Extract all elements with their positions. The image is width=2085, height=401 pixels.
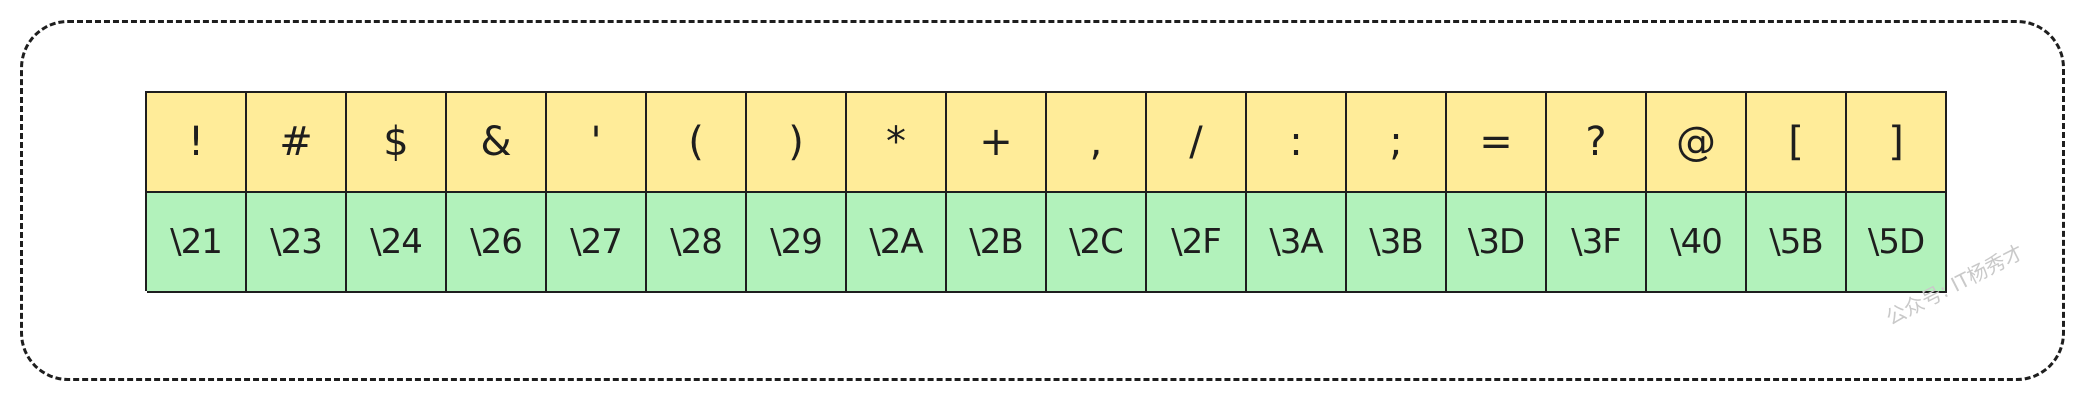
code-cell: \3D	[1447, 193, 1547, 293]
char-cell: '	[547, 93, 647, 193]
char-cell: !	[147, 93, 247, 193]
code-cell: \2F	[1147, 193, 1247, 293]
code-cell: \24	[347, 193, 447, 293]
char-cell: ,	[1047, 93, 1147, 193]
char-cell: :	[1247, 93, 1347, 193]
code-cell: \3A	[1247, 193, 1347, 293]
char-cell: (	[647, 93, 747, 193]
code-cell: \5B	[1747, 193, 1847, 293]
code-cell: \3F	[1547, 193, 1647, 293]
char-cell: *	[847, 93, 947, 193]
code-cell: \23	[247, 193, 347, 293]
char-cell: @	[1647, 93, 1747, 193]
char-cell: +	[947, 93, 1047, 193]
code-cell: \2A	[847, 193, 947, 293]
char-cell: #	[247, 93, 347, 193]
code-cell: \5D	[1847, 193, 1947, 293]
char-cell: &	[447, 93, 547, 193]
char-cell: [	[1747, 93, 1847, 193]
escape-table: ! # $ & ' ( ) * + , / : ; = ? @ [ ] \21 …	[145, 91, 1947, 293]
code-cell: \28	[647, 193, 747, 293]
char-cell: )	[747, 93, 847, 193]
code-cell: \40	[1647, 193, 1747, 293]
code-cell: \3B	[1347, 193, 1447, 293]
code-cell: \2C	[1047, 193, 1147, 293]
code-cell: \21	[147, 193, 247, 293]
char-cell: =	[1447, 93, 1547, 193]
dashed-frame	[20, 20, 2065, 381]
char-cell: ;	[1347, 93, 1447, 193]
code-cell: \2B	[947, 193, 1047, 293]
code-cell: \26	[447, 193, 547, 293]
char-cell: /	[1147, 93, 1247, 193]
char-cell: ?	[1547, 93, 1647, 193]
code-cell: \27	[547, 193, 647, 293]
char-cell: $	[347, 93, 447, 193]
char-cell: ]	[1847, 93, 1947, 193]
code-cell: \29	[747, 193, 847, 293]
